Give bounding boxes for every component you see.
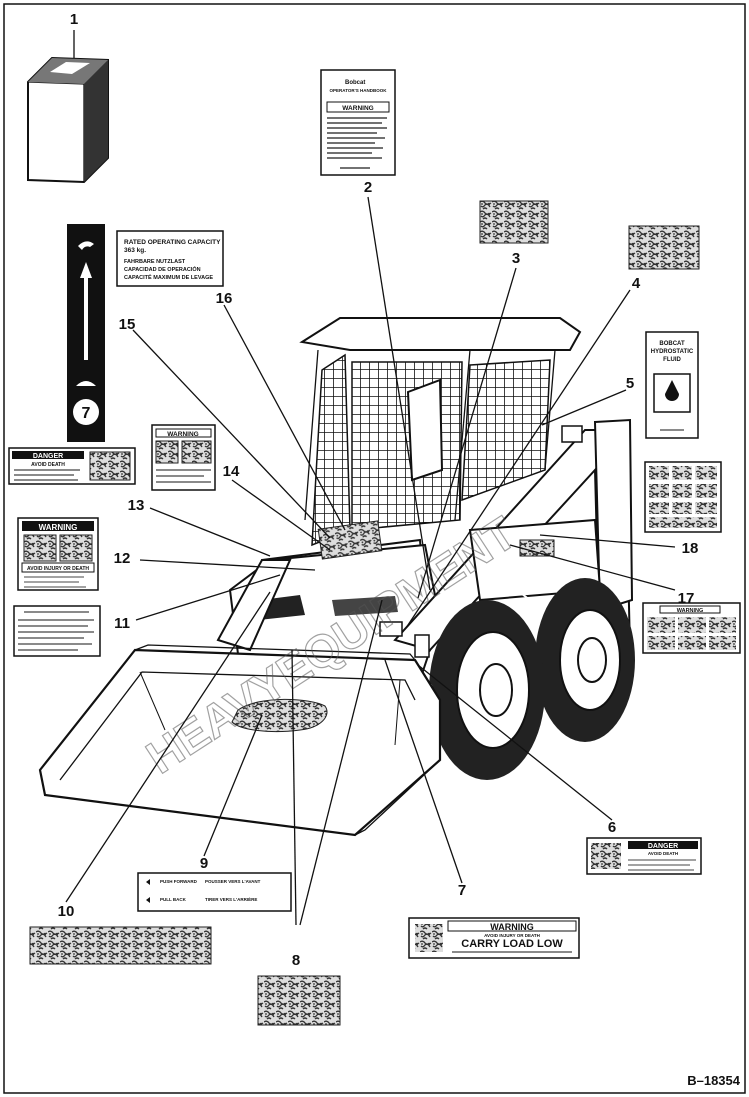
decal-2-handbook: Bobcat OPERATOR'S HANDBOOK WARNING [320,69,396,176]
arrow-up-icon [80,262,92,360]
decal-7-carry-load-low: WARNING AVOID INJURY OR DEATH CARRY LOAD… [408,917,580,959]
decal-5-hydrostatic: BOBCAT HYDROSTATIC FLUID [645,331,699,439]
warning-mid-title: WARNING [167,431,198,438]
carry-load-sub: AVOID INJURY OR DEATH [484,933,540,938]
decal-danger-left: DANGER AVOID DEATH [8,447,136,485]
decal-6-danger-right: DANGER AVOID DEATH [586,837,702,875]
decal-1-box [27,56,109,184]
callout-4: 4 [632,275,641,292]
capacity-line5: CAPACITÉ MAXIMUM DE LEVAGE [124,273,213,281]
figure-ref: B–18354 [687,1073,741,1088]
carry-load-title: WARNING [490,922,534,932]
warning-right-title: WARNING [677,608,704,614]
leader-lines [65,30,676,926]
capacity-line4: CAPACIDAD DE OPERACIÓN [124,265,201,273]
handbook-warning: WARNING [342,105,373,112]
handbook-title: OPERATOR'S HANDBOOK [330,88,388,93]
decal-10 [29,926,212,965]
hydrostatic-line2: HYDROSTATIC [651,349,694,355]
carry-load-main: CARRY LOAD LOW [461,938,563,950]
callout-16: 16 [216,290,233,307]
capacity-line3: FAHRBARE NUTZLAST [124,259,186,265]
callout-18: 18 [682,540,699,557]
callout-14: 14 [223,463,240,480]
decal-warning-mid: WARNING [151,424,216,491]
fluid-drop-icon [665,380,679,401]
turtle-icon [76,381,96,386]
warning-left-title: WARNING [39,523,78,532]
callout-7: 7 [458,882,466,899]
decal-8 [257,975,341,1026]
lever-left-top: PUSH FORWARD [160,879,198,884]
callout-1: 1 [70,11,78,28]
capacity-line2: 363 kg. [124,247,146,254]
speed-badge: 7 [82,405,91,422]
callout-5: 5 [626,375,634,392]
hydrostatic-line3: FLUID [663,357,681,363]
callout-13: 13 [128,497,145,514]
danger-left-title: DANGER [33,453,63,460]
decal-9-lever: PUSH FORWARD POUSSER VERS L'AVANT PULL B… [137,872,292,912]
page-frame [3,3,746,1094]
callout-numbers: 1 2 3 4 5 6 7 8 9 10 11 12 13 14 15 16 1… [58,11,699,969]
danger-right-title: DANGER [648,843,678,850]
decal-4 [628,225,700,270]
callout-9: 9 [200,855,208,872]
hydrostatic-line1: BOBCAT [659,341,685,347]
handbook-brand: Bobcat [345,80,365,86]
capacity-line1: RATED OPERATING CAPACITY [124,239,221,246]
decal-16-capacity: RATED OPERATING CAPACITY 363 kg. FAHRBAR… [116,230,224,287]
callout-2: 2 [364,179,372,196]
callout-6: 6 [608,819,616,836]
lever-right-bottom: TIRER VERS L'ARRIÈRE [205,895,257,902]
rabbit-icon [78,241,94,250]
callout-11: 11 [114,615,130,632]
decal-3 [479,200,549,244]
lever-right-top: POUSSER VERS L'AVANT [205,879,261,884]
lever-left-bottom: PULL BACK [160,897,187,902]
decal-speed-strip: 7 [67,224,105,442]
danger-right-sub: AVOID DEATH [648,851,678,856]
callout-12: 12 [114,550,131,567]
decal-17-warning-right: WARNING [642,602,741,654]
danger-left-sub: AVOID DEATH [31,462,65,468]
skid-steer-loader [38,317,635,837]
decal-18-pictograms [644,461,722,533]
callout-8: 8 [292,952,300,969]
decal-warning-left: WARNING AVOID INJURY OR DEATH [17,517,99,591]
callout-3: 3 [512,250,520,267]
callout-15: 15 [119,316,136,333]
callout-10: 10 [58,903,75,920]
decal-rules-left [13,605,101,657]
warning-left-sub: AVOID INJURY OR DEATH [27,566,89,572]
